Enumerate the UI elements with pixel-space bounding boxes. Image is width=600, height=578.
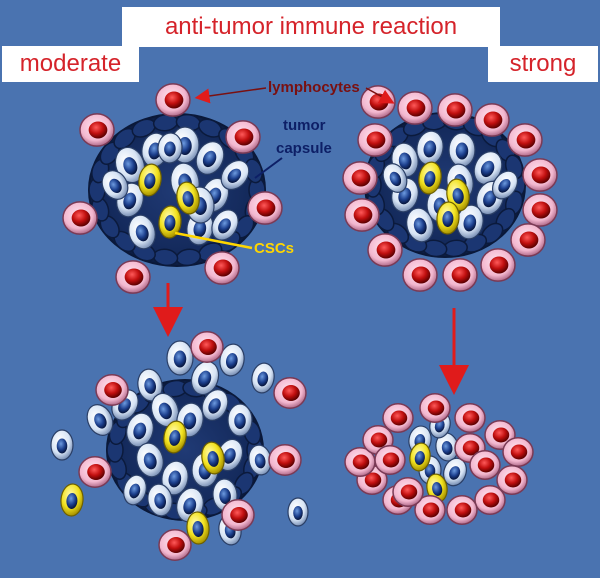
lymphocyte-cell <box>392 477 424 507</box>
lymphocyte-cell <box>115 260 151 294</box>
tumor-cell <box>211 209 239 241</box>
lymphocyte-cell <box>362 425 394 455</box>
lymphocyte-cell <box>225 120 261 154</box>
lymphocyte-cell <box>382 403 414 433</box>
tumor-cell <box>220 159 250 191</box>
cscs-pointer <box>174 231 253 250</box>
lymphocyte-cell <box>360 85 396 119</box>
cancer-stem-cell <box>436 201 460 235</box>
tumor-cell <box>473 151 503 185</box>
lymphocyte-cell <box>342 161 378 195</box>
lymphocyte-cell <box>469 450 501 480</box>
tumor-cell <box>150 392 180 428</box>
lymphocyte-cell <box>496 465 528 495</box>
lymphocyte-cell <box>474 485 506 515</box>
lymphocyte-cell <box>437 93 473 127</box>
tumor-cell <box>248 444 272 476</box>
tumor-cell <box>114 146 146 184</box>
capsule-label: capsule <box>276 140 332 157</box>
tumor-cell <box>126 412 154 448</box>
lymphocyte-cell <box>522 158 558 192</box>
lymphocyte-cell <box>268 444 302 476</box>
tumor-cell <box>491 170 519 200</box>
strong-label: strong <box>488 46 598 82</box>
tumor-cell <box>435 432 459 462</box>
cancer-stem-cell <box>163 420 187 454</box>
lymphocyte-cell <box>155 83 191 117</box>
lymphocyte-cell <box>454 403 486 433</box>
tumor-cell <box>128 214 156 250</box>
capsule-pointer <box>254 157 283 179</box>
cancer-stem-cell <box>60 483 84 517</box>
lymphocyte-cell <box>502 437 534 467</box>
tumor-cell <box>123 474 147 506</box>
tumor-cell <box>416 130 444 166</box>
tumor-cell <box>161 460 189 496</box>
cancer-stem-cell <box>409 442 431 472</box>
lymphocyte-cell <box>474 103 510 137</box>
lymphocyte-cell <box>344 198 380 232</box>
tumor-cell <box>136 442 164 478</box>
tumor-cell <box>201 389 229 421</box>
tumor-cell <box>219 343 245 377</box>
lymphocyte-cell <box>247 191 283 225</box>
lymphocyte-cell <box>507 123 543 157</box>
lymphocyte-cell <box>374 445 406 475</box>
cancer-stem-cell <box>138 163 162 197</box>
lymphocyte-cell <box>480 248 516 282</box>
lymphocyte-cell <box>273 377 307 409</box>
lymphocyte-cell <box>367 233 403 267</box>
tumor-cell <box>195 141 225 175</box>
lymphocyte-cell <box>78 456 112 488</box>
lymphocyte-cell <box>522 193 558 227</box>
title-banner: anti-tumor immune reaction <box>122 7 500 47</box>
tumor-cell <box>382 163 408 193</box>
tumor-cell <box>86 404 114 436</box>
cancer-stem-cell <box>176 181 200 215</box>
lymphocyte-cell <box>79 113 115 147</box>
tumor-cell <box>443 457 467 487</box>
lymphocyte-cell <box>221 499 255 531</box>
tumor-cell <box>251 362 275 394</box>
cancer-stem-cell <box>186 511 210 545</box>
lymphocyte-cell <box>419 393 451 423</box>
tumor-cell <box>456 204 484 240</box>
cancer-stem-cell <box>158 205 182 239</box>
lymphocyte-cell <box>95 374 129 406</box>
lymphocyte-cell <box>414 495 446 525</box>
lymphocyte-cell <box>397 91 433 125</box>
lymphocyte-cell <box>62 201 98 235</box>
tumor-label: tumor <box>283 117 326 134</box>
lymphocyte-cell <box>446 495 478 525</box>
cancer-stem-cell <box>201 441 225 475</box>
lymphocytes-pointer-left <box>194 87 267 104</box>
lymphocytes-label: lymphocytes <box>268 79 360 96</box>
tumor-cell <box>227 403 253 437</box>
lymphocyte-cell <box>190 331 224 363</box>
tumor-cell <box>406 207 434 243</box>
tumor-cell <box>287 497 309 527</box>
cancer-stem-cell <box>418 161 442 195</box>
moderate-label: moderate <box>2 46 139 82</box>
tumor-cell <box>50 429 74 461</box>
tumor-cell <box>137 368 163 402</box>
lymphocyte-cell <box>510 223 546 257</box>
lymphocyte-cell <box>442 258 478 292</box>
tumor-cell <box>166 340 194 376</box>
cscs-label: CSCs <box>254 240 294 257</box>
tumor-cell <box>157 132 183 164</box>
tumor-cell <box>147 483 173 517</box>
tumor-cell <box>448 132 476 168</box>
lymphocyte-cell <box>357 123 393 157</box>
lymphocytes-pointer-right <box>365 87 395 104</box>
lymphocyte-cell <box>158 529 192 561</box>
lymphocyte-cell <box>402 258 438 292</box>
tumor-cell <box>101 170 129 200</box>
lymphocyte-cell <box>204 251 240 285</box>
